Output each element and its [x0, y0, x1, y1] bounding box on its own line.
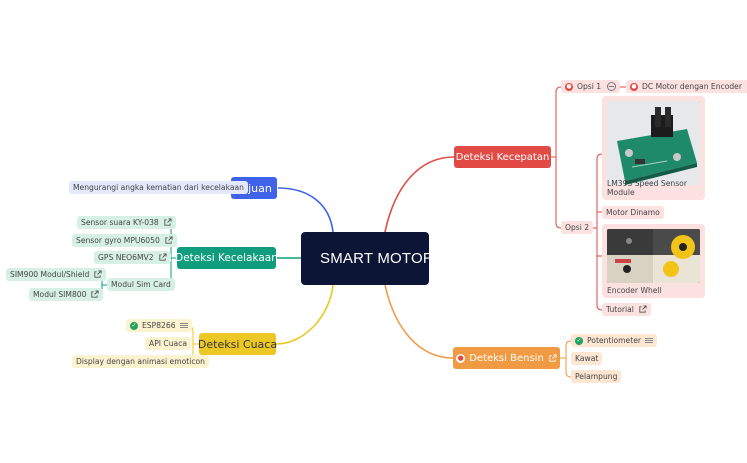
- sim-card-item[interactable]: SIM900 Modul/Shield: [6, 268, 107, 281]
- cuaca-item[interactable]: API Cuaca: [145, 337, 192, 350]
- kecepatan-opsi-1[interactable]: ● Opsi 1: [561, 80, 621, 93]
- item-label: Modul SIM800: [33, 290, 87, 299]
- bensin-item[interactable]: Kawat: [571, 352, 603, 365]
- kecelakaan-item[interactable]: GPS NEO6MV2: [94, 251, 171, 264]
- bensin-item[interactable]: ✓ Potentiometer: [571, 334, 657, 347]
- kecelakaan-item[interactable]: Sensor suara KY-038: [77, 216, 176, 229]
- item-label: SIM900 Modul/Shield: [10, 270, 90, 279]
- tujuan-item-label: Mengurangi angka kematian dari kecelakaa…: [73, 183, 244, 192]
- lm393-sensor-image: [607, 101, 700, 185]
- item-label: Opsi 2: [565, 223, 590, 232]
- cuaca-item[interactable]: ✓ ESP8266: [126, 319, 192, 332]
- item-label: API Cuaca: [149, 339, 188, 348]
- opsi-1-item[interactable]: ● DC Motor dengan Encoder: [626, 80, 747, 93]
- item-label: ESP8266: [142, 321, 176, 330]
- topic-kecepatan-label: Deteksi Kecepatan: [455, 151, 550, 163]
- item-label: Tutorial: [606, 305, 634, 314]
- lm393-caption: LM393 Speed Sensor Module: [607, 179, 687, 197]
- notes-icon[interactable]: [179, 323, 188, 328]
- item-label: Potentiometer: [587, 336, 641, 345]
- kecepatan-opsi-2[interactable]: Opsi 2: [561, 221, 594, 234]
- check-circle-icon: ✓: [575, 336, 583, 345]
- topic-bensin-label: Deteksi Bensin: [469, 352, 544, 364]
- item-label: Pelampung: [575, 372, 618, 381]
- fire-icon: ●: [565, 82, 573, 91]
- sim-card-item[interactable]: Modul SIM800: [29, 288, 104, 301]
- external-link-icon[interactable]: [163, 218, 172, 227]
- cuaca-item[interactable]: Display dengan animasi emoticon: [72, 355, 209, 368]
- external-link-icon[interactable]: [158, 253, 167, 262]
- opsi-2-item[interactable]: Motor Dinamo: [602, 206, 664, 219]
- item-label: Modul Sim Card: [111, 280, 171, 289]
- bensin-item[interactable]: Pelampung: [571, 370, 622, 383]
- fire-icon: ●: [456, 353, 466, 363]
- external-link-icon[interactable]: [93, 270, 102, 279]
- encoder-whell-image: [607, 229, 700, 283]
- item-label: Display dengan animasi emoticon: [76, 357, 205, 366]
- external-link-icon[interactable]: [164, 236, 173, 245]
- collapse-minus-icon[interactable]: [607, 82, 617, 91]
- image-card-encoder-whell[interactable]: Encoder Whell: [602, 224, 705, 298]
- item-label: DC Motor dengan Encoder: [642, 82, 742, 91]
- topic-cuaca-label: Deteksi Cuaca: [197, 337, 278, 351]
- notes-icon[interactable]: [645, 338, 653, 343]
- item-label: GPS NEO6MV2: [98, 253, 154, 262]
- item-label: Sensor suara KY-038: [81, 218, 159, 227]
- item-label: Motor Dinamo: [606, 208, 660, 217]
- image-card-lm393[interactable]: LM393 Speed Sensor Module: [602, 96, 705, 200]
- topic-deteksi-kecepatan[interactable]: Deteksi Kecepatan: [454, 146, 551, 168]
- topic-deteksi-bensin[interactable]: ● Deteksi Bensin: [453, 347, 560, 369]
- item-label: Kawat: [575, 354, 599, 363]
- kecelakaan-item-sim-card[interactable]: Modul Sim Card: [107, 278, 175, 291]
- topic-kecelakaan-label: Deteksi Kecelakaan: [175, 252, 278, 264]
- topic-deteksi-kecelakaan[interactable]: Deteksi Kecelakaan: [175, 247, 278, 269]
- encoder-whell-caption: Encoder Whell: [607, 286, 662, 295]
- root-topic[interactable]: SMART MOTORCYCLE: [301, 232, 485, 285]
- fire-icon: ●: [630, 82, 638, 91]
- tujuan-item[interactable]: Mengurangi angka kematian dari kecelakaa…: [69, 181, 248, 194]
- opsi-2-item[interactable]: Tutorial: [602, 303, 651, 316]
- item-label: Opsi 1: [577, 82, 602, 91]
- external-link-icon[interactable]: [548, 353, 557, 363]
- check-circle-icon: ✓: [130, 321, 138, 330]
- external-link-icon[interactable]: [638, 305, 647, 314]
- external-link-icon[interactable]: [90, 290, 100, 299]
- topic-deteksi-cuaca[interactable]: Deteksi Cuaca: [197, 333, 278, 355]
- item-label: Sensor gyro MPU6050: [76, 236, 160, 245]
- kecelakaan-item[interactable]: Sensor gyro MPU6050: [72, 234, 177, 247]
- root-title: SMART MOTORCYCLE: [320, 250, 485, 267]
